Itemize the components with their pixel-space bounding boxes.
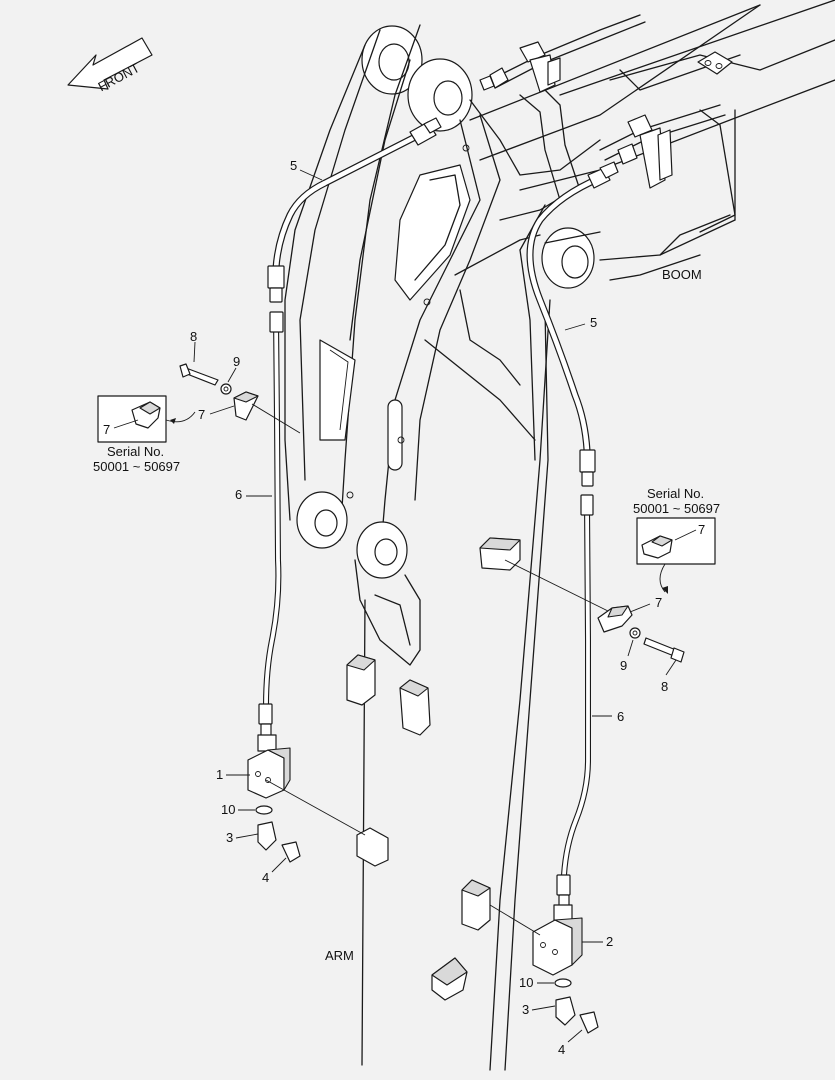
left-valve-block — [247, 734, 366, 863]
callout-left-9: 9 — [233, 354, 240, 369]
callout-right-3: 3 — [522, 1002, 529, 1017]
callout-left-1: 1 — [216, 767, 223, 782]
callouts: 5 5 8 9 7 6 1 10 3 4 7 9 8 — [190, 158, 677, 1057]
right-hose-assembly — [526, 161, 619, 908]
arm-label: ARM — [325, 948, 354, 963]
callout-right-5: 5 — [590, 315, 597, 330]
callout-right-9: 9 — [620, 658, 627, 673]
left-clamp-set — [179, 363, 301, 434]
callout-right-7: 7 — [655, 595, 662, 610]
callout-left-8: 8 — [190, 329, 197, 344]
callout-right-8: 8 — [661, 679, 668, 694]
left-inset-serial-range: 50001 ~ 50697 — [93, 459, 180, 474]
boom-label: BOOM — [662, 267, 702, 282]
right-inset-part-number: 7 — [698, 522, 705, 537]
left-inset-serial-title: Serial No. — [107, 444, 164, 459]
right-valve-block — [489, 904, 599, 1034]
right-inset-serial-title: Serial No. — [647, 486, 704, 501]
arm-structure: ARM — [284, 24, 601, 1071]
callout-left-6: 6 — [235, 487, 242, 502]
right-serial-inset: 7 Serial No. 50001 ~ 50697 — [633, 486, 720, 594]
callout-left-10: 10 — [221, 802, 235, 817]
left-inset-part-number: 7 — [103, 422, 110, 437]
left-serial-inset: 7 Serial No. 50001 ~ 50697 — [93, 395, 196, 474]
callout-right-6: 6 — [617, 709, 624, 724]
callout-right-10: 10 — [519, 975, 533, 990]
callout-left-5: 5 — [290, 158, 297, 173]
front-arrow-icon: FRONT — [67, 37, 153, 94]
callout-right-2: 2 — [606, 934, 613, 949]
callout-left-4: 4 — [262, 870, 269, 885]
callout-right-4: 4 — [558, 1042, 565, 1057]
callout-left-7: 7 — [198, 407, 205, 422]
callout-left-3: 3 — [226, 830, 233, 845]
left-hose-assembly — [258, 117, 442, 737]
right-inset-serial-range: 50001 ~ 50697 — [633, 501, 720, 516]
spacer-blocks — [346, 537, 521, 1001]
right-clamp-set — [504, 559, 685, 663]
boom-structure: BOOM — [469, 0, 835, 289]
